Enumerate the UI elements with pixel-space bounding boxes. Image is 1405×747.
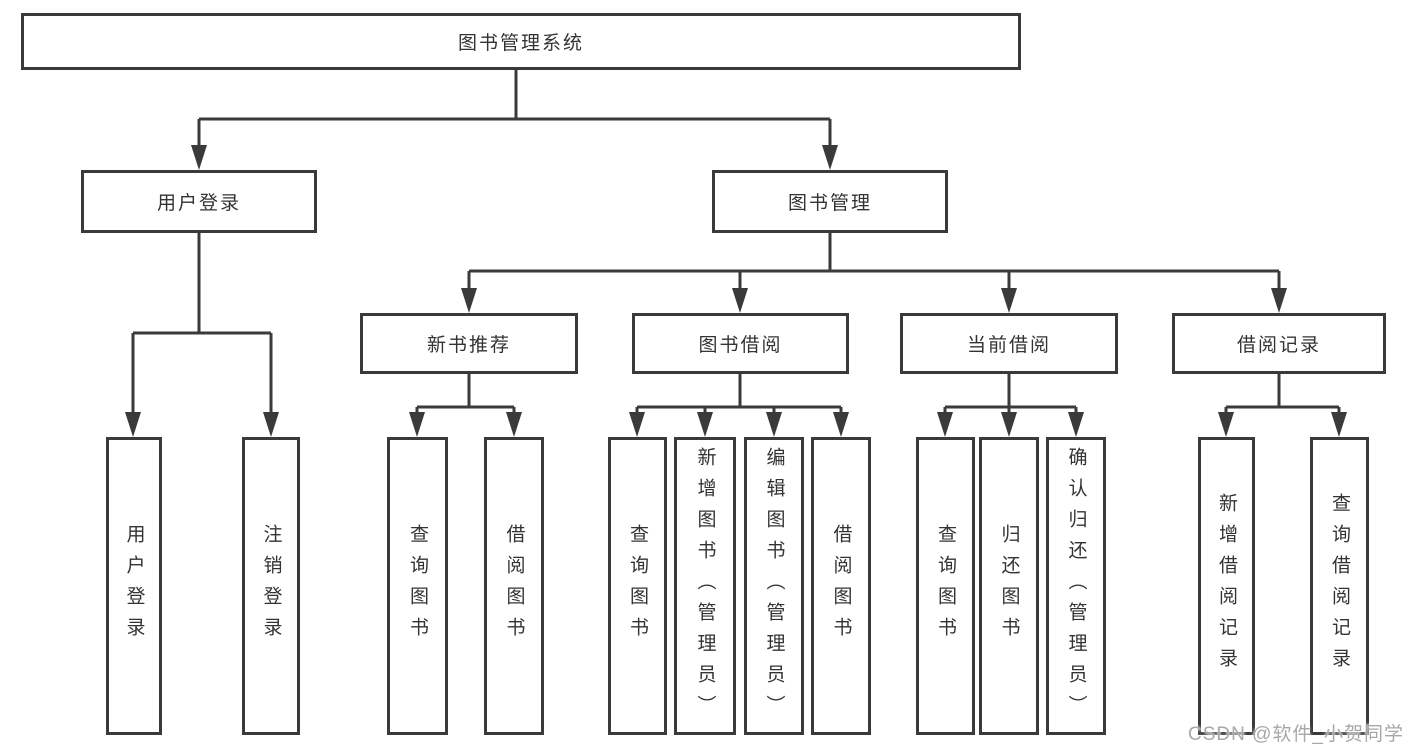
leaf-user-login: 用户登录	[106, 437, 162, 735]
leaf-confirm-return-admin: 确认归还（管理员）	[1046, 437, 1106, 735]
leaf-borrow-books: 借阅图书	[811, 437, 871, 735]
node-root-system: 图书管理系统	[21, 13, 1021, 70]
leaf-edit-book-admin: 编辑图书（管理员）	[744, 437, 804, 735]
csdn-watermark: CSDN @软件_小贺同学	[1188, 724, 1404, 745]
node-current-borrow: 当前借阅	[900, 313, 1118, 374]
leaf-borrow-books-recommend: 借阅图书	[484, 437, 544, 735]
leaf-query-books-borrow: 查询图书	[608, 437, 667, 735]
leaf-add-book-admin: 新增图书（管理员）	[674, 437, 736, 735]
connector-user-login-group	[131, 233, 273, 415]
node-borrow-records: 借阅记录	[1172, 313, 1386, 374]
connector-root-to-level2	[197, 69, 832, 148]
leaf-query-borrow-record: 查询借阅记录	[1310, 437, 1369, 735]
node-user-login: 用户登录	[81, 170, 317, 233]
connector-current-group	[943, 373, 1078, 415]
leaf-query-books-current: 查询图书	[916, 437, 975, 735]
node-book-borrow: 图书借阅	[632, 313, 849, 374]
connector-book-mgmt-to-level3	[467, 233, 1281, 292]
leaf-logout: 注销登录	[242, 437, 300, 735]
node-new-book-recommend: 新书推荐	[360, 313, 578, 374]
leaf-return-book: 归还图书	[979, 437, 1039, 735]
connector-new-book-group	[415, 373, 516, 415]
leaf-add-borrow-record: 新增借阅记录	[1198, 437, 1255, 735]
node-book-management: 图书管理	[712, 170, 948, 233]
connector-borrow-group	[635, 373, 843, 415]
leaf-query-books-recommend: 查询图书	[387, 437, 448, 735]
connector-record-group	[1224, 373, 1341, 415]
